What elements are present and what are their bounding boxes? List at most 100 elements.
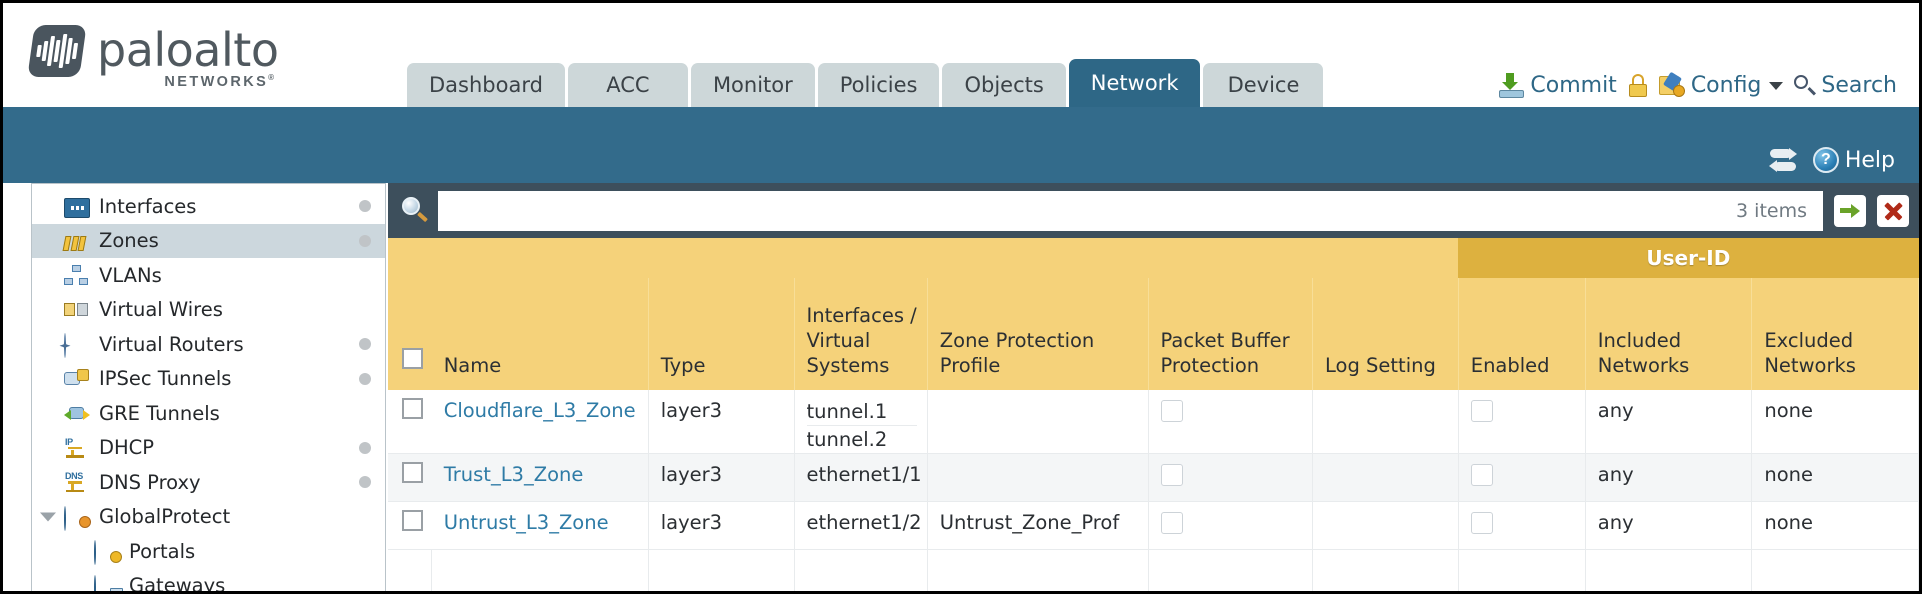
sidebar-item-label: Zones	[99, 229, 159, 253]
sidebar-item-label: Virtual Wires	[99, 298, 223, 322]
column-header-included-networks[interactable]: Included Networks	[1585, 278, 1753, 390]
zone-name-link[interactable]: Untrust_L3_Zone	[443, 511, 609, 534]
lock-icon	[1628, 74, 1648, 97]
column-header-userid-enabled[interactable]: Enabled	[1458, 278, 1586, 390]
sidebar-item-label: DNS Proxy	[99, 470, 201, 494]
userid-enabled-checkbox[interactable]	[1470, 512, 1493, 534]
cell-packet-buffer-protection	[1148, 390, 1313, 454]
cell-log-setting	[1312, 390, 1459, 454]
network-sidebar: Interfaces Zones VLANs Virtual Wires Vir…	[31, 183, 386, 591]
tab-acc[interactable]: ACC	[567, 63, 688, 107]
sidebar-item-vlans[interactable]: VLANs	[32, 258, 385, 293]
refresh-icon[interactable]	[1768, 148, 1797, 172]
gateways-icon	[94, 574, 123, 591]
tab-network[interactable]: Network	[1068, 59, 1201, 107]
tab-objects[interactable]: Objects	[942, 63, 1066, 107]
help-button[interactable]: ? Help	[1812, 147, 1895, 173]
zones-icon	[62, 231, 90, 251]
search-button[interactable]: Search	[1794, 73, 1897, 98]
filler-cell	[388, 549, 433, 591]
brand-text: paloalto NETWORKS®	[97, 23, 279, 90]
sidebar-item-label: DHCP	[99, 436, 155, 460]
row-checkbox[interactable]	[402, 462, 423, 483]
interface-item: tunnel.2	[806, 428, 888, 451]
commit-label: Commit	[1530, 73, 1617, 98]
sidebar-item-gre-tunnels[interactable]: GRE Tunnels	[32, 396, 385, 431]
cell-type: layer3	[648, 390, 795, 454]
sidebar-item-virtual-routers[interactable]: Virtual Routers	[32, 327, 385, 362]
sidebar-item-dns-proxy[interactable]: DNS DNS Proxy	[32, 465, 385, 500]
sidebar-item-interfaces[interactable]: Interfaces	[32, 189, 385, 224]
cell-type: layer3	[648, 501, 795, 550]
sidebar-item-ipsec-tunnels[interactable]: IPSec Tunnels	[32, 362, 385, 397]
sidebar-item-label: Interfaces	[99, 194, 197, 218]
virtual-routers-icon	[64, 333, 90, 359]
zone-name-link[interactable]: Cloudflare_L3_Zone	[443, 399, 636, 422]
userid-enabled-checkbox[interactable]	[1470, 400, 1493, 422]
tab-monitor[interactable]: Monitor	[690, 63, 815, 107]
packet-buffer-protection-checkbox[interactable]	[1160, 464, 1183, 486]
cell-excluded-networks: none	[1751, 501, 1919, 550]
cell-excluded-networks: none	[1751, 453, 1919, 502]
column-header-excluded-networks[interactable]: Excluded Networks	[1751, 278, 1919, 390]
sidebar-item-dhcp[interactable]: IP DHCP	[32, 431, 385, 466]
group-header-userid: User-ID	[1458, 238, 1919, 278]
zone-name-link[interactable]: Trust_L3_Zone	[443, 463, 584, 486]
config-menu[interactable]: Config	[1658, 71, 1784, 98]
column-header-log-setting[interactable]: Log Setting	[1312, 278, 1459, 390]
sidebar-status-dot	[359, 476, 371, 489]
sidebar-item-zones[interactable]: Zones	[32, 223, 385, 258]
filler-cell	[1148, 549, 1313, 591]
apply-filter-button[interactable]	[1834, 194, 1866, 227]
cell-zone-protection-profile: Untrust_Zone_Prof	[927, 501, 1149, 550]
column-header-row: Name Type Interfaces / Virtual Systems Z…	[388, 278, 1919, 390]
registered-mark: ®	[268, 73, 277, 82]
sidebar-item-label: GlobalProtect	[99, 505, 231, 529]
lock-button[interactable]	[1628, 74, 1648, 97]
config-icon	[1658, 71, 1685, 97]
table-row[interactable]: Trust_L3_Zone layer3 ethernet1/1	[388, 453, 1919, 502]
sidebar-item-globalprotect[interactable]: GlobalProtect	[32, 500, 385, 535]
column-header-packet-buffer-protection[interactable]: Packet Buffer Protection	[1148, 278, 1313, 390]
sidebar-status-dot	[359, 441, 371, 454]
filler-cell	[431, 549, 649, 591]
table-row[interactable]: Untrust_L3_Zone layer3 ethernet1/2 Untru…	[388, 501, 1919, 550]
sidebar-item-virtual-wires[interactable]: Virtual Wires	[32, 293, 385, 328]
column-header-name[interactable]: Name	[431, 278, 649, 390]
commit-button[interactable]: Commit	[1499, 73, 1617, 98]
select-all-checkbox[interactable]	[402, 348, 423, 369]
brand-name: paloalto	[97, 23, 279, 77]
column-header-zone-protection-profile[interactable]: Zone Protection Profile	[927, 278, 1149, 390]
zones-table-body: Cloudflare_L3_Zone layer3 tunnel.1 tunne…	[388, 390, 1919, 591]
row-checkbox[interactable]	[402, 398, 423, 419]
tab-dashboard[interactable]: Dashboard	[407, 63, 565, 107]
packet-buffer-protection-checkbox[interactable]	[1160, 400, 1183, 422]
cell-packet-buffer-protection	[1148, 501, 1313, 550]
sidebar-item-gateways[interactable]: Gateways	[32, 569, 385, 591]
column-header-type[interactable]: Type	[648, 278, 795, 390]
ipsec-tunnels-icon	[64, 368, 90, 389]
cell-interfaces: tunnel.1 tunnel.2	[794, 390, 928, 454]
column-header-interfaces[interactable]: Interfaces / Virtual Systems	[794, 278, 928, 390]
sidebar-item-portals[interactable]: Portals	[32, 534, 385, 569]
tab-policies[interactable]: Policies	[817, 63, 940, 107]
row-select-cell	[388, 453, 432, 502]
main-panel: 3 items	[388, 183, 1919, 591]
filler-cell	[927, 549, 1149, 591]
sidebar-item-label: VLANs	[99, 263, 162, 287]
table-row[interactable]: Cloudflare_L3_Zone layer3 tunnel.1 tunne…	[388, 390, 1919, 454]
tab-device[interactable]: Device	[1203, 63, 1324, 107]
expand-triangle-icon[interactable]	[40, 512, 56, 522]
vlans-icon	[64, 265, 90, 286]
packet-buffer-protection-checkbox[interactable]	[1160, 512, 1183, 534]
cell-included-networks: any	[1585, 453, 1753, 502]
clear-filter-button[interactable]	[1877, 194, 1909, 227]
items-count-label: 3 items	[1736, 190, 1823, 231]
row-checkbox[interactable]	[402, 510, 423, 531]
filter-search-input[interactable]	[438, 190, 1737, 231]
help-label: Help	[1844, 147, 1895, 173]
userid-enabled-checkbox[interactable]	[1470, 464, 1493, 486]
filler-cell	[1585, 549, 1753, 591]
filter-search-icon[interactable]	[400, 196, 430, 226]
